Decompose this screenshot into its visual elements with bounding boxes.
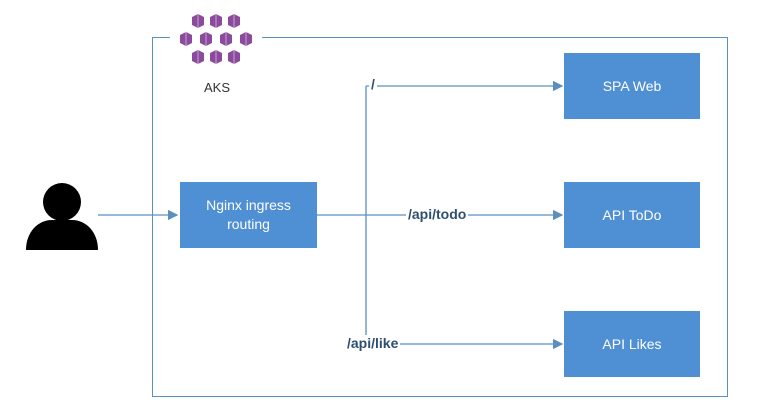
route-api-like-label: /api/like [345,335,401,351]
api-todo-label: API ToDo [602,206,662,223]
aks-label: AKS [204,80,231,95]
aks-cluster-boundary [152,37,728,397]
ingress-label-line2: routing [227,216,270,232]
api-likes-label: API Likes [602,335,662,352]
route-root-label: / [369,76,377,92]
nginx-ingress-box: Nginx ingress routing [180,182,317,248]
api-todo-box: API ToDo [564,182,700,248]
spa-web-box: SPA Web [564,53,700,119]
user-icon [24,182,100,257]
spa-web-label: SPA Web [602,77,662,94]
ingress-label-line1: Nginx ingress [206,197,291,213]
kubernetes-pods-icon [176,13,256,76]
api-likes-box: API Likes [564,311,700,377]
route-api-todo-label: /api/todo [406,206,469,222]
